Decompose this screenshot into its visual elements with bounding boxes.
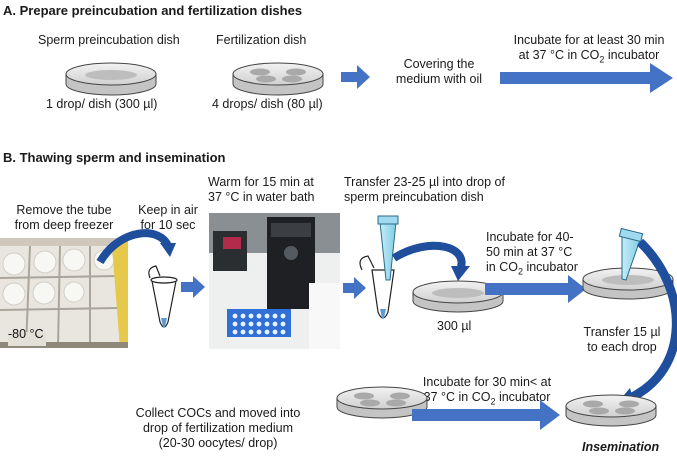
keep-line2: for 10 sec bbox=[140, 218, 196, 232]
warm-line1: Warm for 15 min at bbox=[208, 175, 314, 189]
transfer15-text: Transfer 15 µl to each drop bbox=[572, 325, 672, 355]
arrow-a1-icon bbox=[341, 65, 370, 89]
collect-line2: drop of fertilization medium bbox=[142, 421, 294, 435]
sperm-preincubation-dish-icon bbox=[65, 62, 157, 96]
covering-line2: medium with oil bbox=[395, 72, 483, 86]
remove-text: Remove the tube from deep freezer bbox=[0, 203, 128, 233]
covering-text: Covering the medium with oil bbox=[384, 57, 494, 87]
section-a-heading: A. Prepare preincubation and fertilizati… bbox=[3, 3, 303, 18]
transfer-text: Transfer 23-25 µl into drop of sperm pre… bbox=[344, 175, 505, 205]
fertilization-dish-icon bbox=[232, 62, 324, 96]
water-bath-illustration bbox=[209, 213, 340, 349]
section-b-heading: B. Thawing sperm and insemination bbox=[3, 150, 226, 165]
sperm-dish-volume: 1 drop/ dish (300 µl) bbox=[46, 97, 158, 111]
insemination-label: Insemination bbox=[582, 440, 660, 454]
curved-arrow-transfer-icon bbox=[391, 241, 466, 272]
arrow-b4-icon bbox=[412, 400, 560, 430]
volume-300: 300 µl bbox=[437, 319, 472, 333]
transfer-line2: sperm preincubation dish bbox=[344, 190, 484, 204]
incubate40-line1: Incubate for 40- bbox=[486, 230, 574, 244]
incubate40-line3: in CO2 incubator bbox=[486, 260, 578, 277]
incubated-dish-icon bbox=[582, 227, 674, 300]
incubate-a-line2: at 37 °C in CO2 incubator bbox=[518, 48, 660, 65]
cocs-dish-icon bbox=[336, 386, 428, 419]
curved-arrow-right-icon bbox=[627, 238, 677, 403]
arrow-b1-icon bbox=[181, 276, 205, 298]
curved-arrow-freezer-icon bbox=[96, 229, 172, 265]
incubate40-line2: 50 min at 37 °C bbox=[486, 245, 573, 259]
sperm-dish-label: Sperm preincubation dish bbox=[38, 33, 180, 47]
incubate30-line2: 37 °C in CO2 incubator bbox=[423, 390, 551, 407]
incubate30-line1: Incubate for 30 min< at bbox=[422, 375, 552, 389]
incubate30-text: Incubate for 30 min< at 37 °C in CO2 inc… bbox=[412, 375, 562, 407]
collect-text: Collect COCs and moved into drop of fert… bbox=[118, 406, 318, 451]
keep-line1: Keep in air bbox=[138, 203, 198, 217]
transfer15-line2: to each drop bbox=[587, 340, 657, 354]
freezer-temp: -80 °C bbox=[8, 327, 44, 341]
transfer15-line1: Transfer 15 µl bbox=[583, 325, 661, 339]
fert-dish-volume: 4 drops/ dish (80 µl) bbox=[212, 97, 323, 111]
remove-line2: from deep freezer bbox=[14, 218, 114, 232]
sperm-tube-icon bbox=[148, 265, 178, 328]
collect-line3: (20-30 oocytes/ drop) bbox=[158, 436, 278, 450]
covering-line1: Covering the bbox=[403, 57, 475, 71]
incubate-a-line1: Incubate for at least 30 min bbox=[513, 33, 665, 47]
arrow-a2-icon bbox=[500, 63, 673, 93]
pipette-tube-icon bbox=[359, 215, 399, 319]
incubate40-text: Incubate for 40- 50 min at 37 °C in CO2 … bbox=[486, 230, 578, 277]
arrow-b3-icon bbox=[485, 275, 586, 303]
arrow-b2-icon bbox=[343, 277, 366, 299]
transfer-line1: Transfer 23-25 µl into drop of bbox=[344, 175, 505, 189]
keep-text: Keep in air for 10 sec bbox=[132, 203, 204, 233]
fert-dish-label: Fertilization dish bbox=[216, 33, 307, 47]
incubate-a-text: Incubate for at least 30 min at 37 °C in… bbox=[499, 33, 677, 65]
remove-line1: Remove the tube bbox=[16, 203, 112, 217]
water-bath-photo bbox=[209, 213, 340, 349]
insemination-dish-icon bbox=[565, 394, 657, 427]
warm-line2: 37 °C in water bath bbox=[208, 190, 315, 204]
warm-text: Warm for 15 min at 37 °C in water bath bbox=[208, 175, 314, 205]
collect-line1: Collect COCs and moved into bbox=[135, 406, 301, 420]
